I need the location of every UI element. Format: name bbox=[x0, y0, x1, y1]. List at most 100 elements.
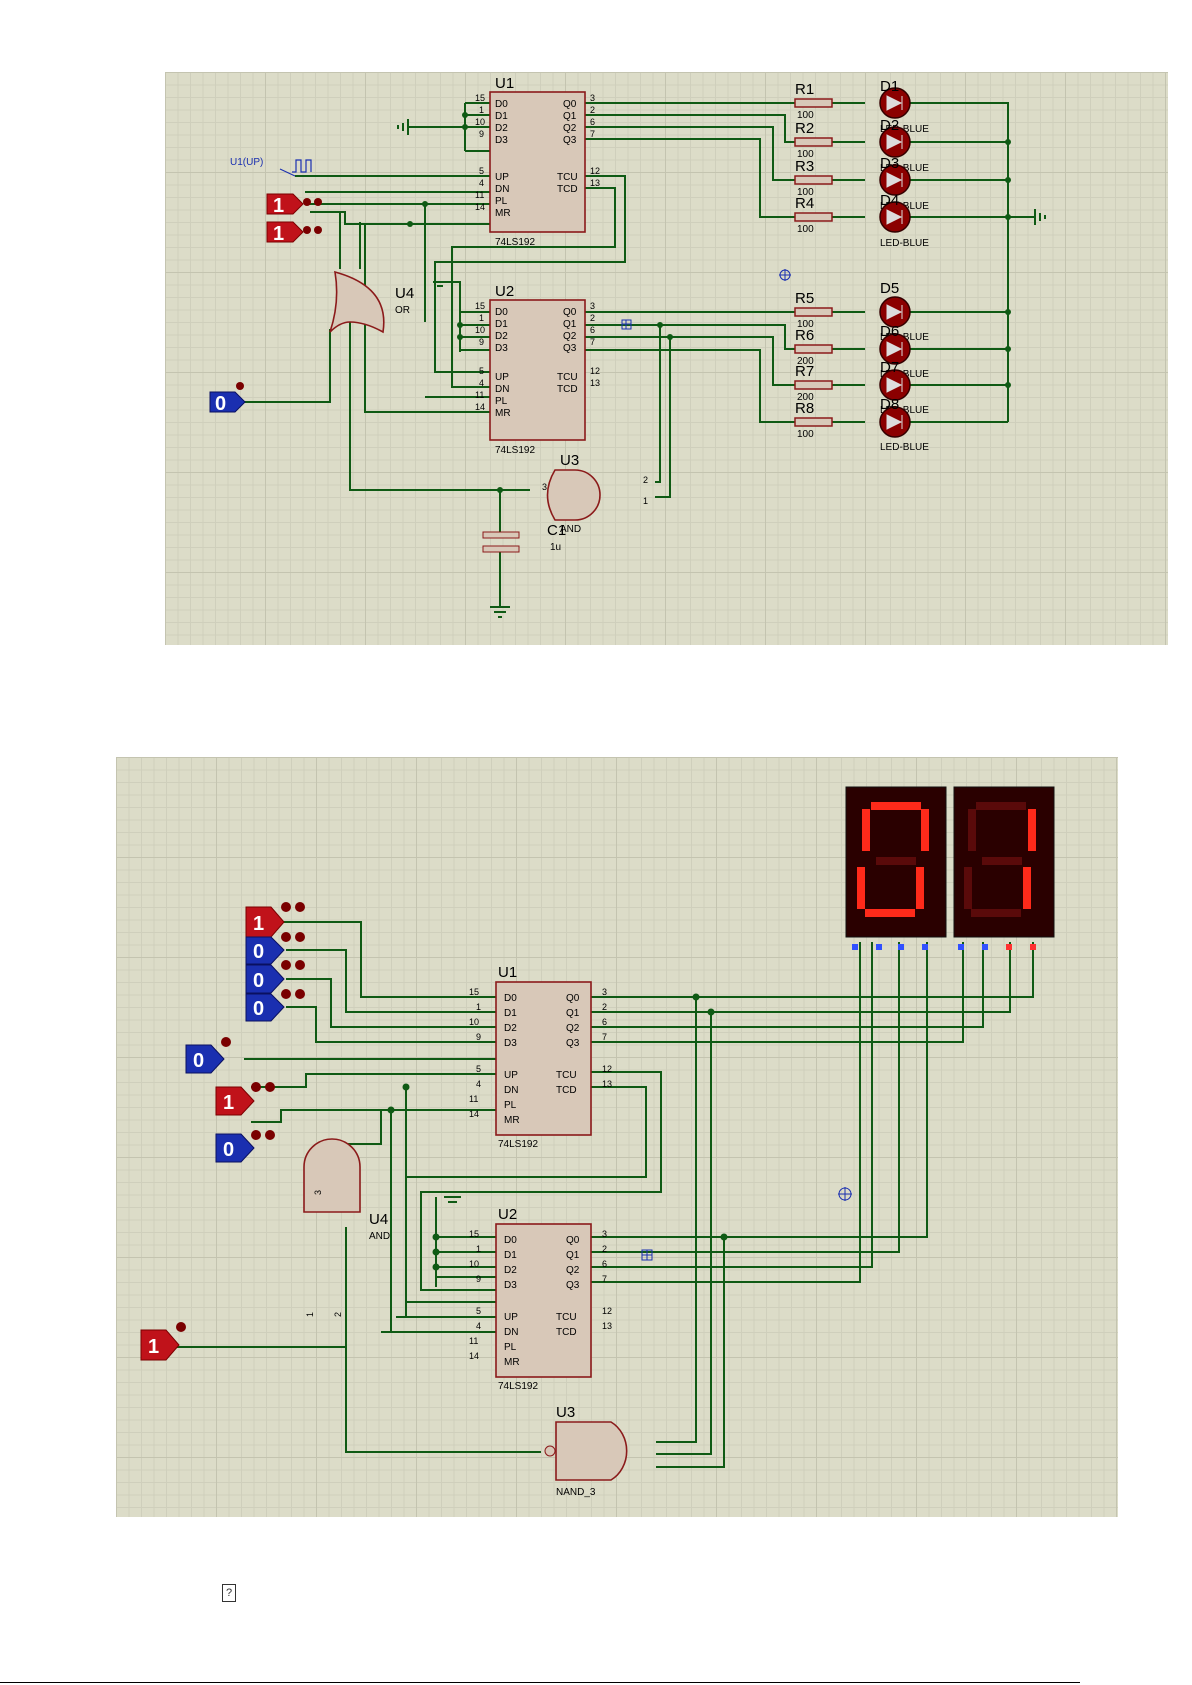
u2-ref: U2 bbox=[498, 1206, 517, 1223]
svg-text:D3: D3 bbox=[504, 1038, 517, 1049]
svg-text:D3: D3 bbox=[495, 343, 508, 354]
logic-probe-5[interactable]: 0 bbox=[185, 1037, 231, 1074]
wires bbox=[176, 921, 1034, 1468]
svg-text:D2: D2 bbox=[495, 331, 508, 342]
svg-text:D2: D2 bbox=[495, 123, 508, 134]
svg-text:TCU: TCU bbox=[557, 172, 578, 183]
u1-part: 74LS192 bbox=[498, 1139, 538, 1150]
logic-probe-2[interactable]: 1 bbox=[266, 221, 322, 245]
svg-text:D2: D2 bbox=[880, 117, 899, 134]
svg-text:D0: D0 bbox=[504, 993, 517, 1004]
svg-text:D0: D0 bbox=[495, 99, 508, 110]
svg-text:Q0: Q0 bbox=[563, 307, 577, 318]
logic-probe-1[interactable]: 1 bbox=[266, 193, 322, 217]
svg-text:Q2: Q2 bbox=[566, 1023, 580, 1034]
capacitor-c1[interactable]: C1 1u bbox=[482, 522, 566, 553]
svg-text:DN: DN bbox=[504, 1327, 518, 1338]
svg-text:Q2: Q2 bbox=[566, 1265, 580, 1276]
svg-text:5: 5 bbox=[479, 366, 484, 376]
svg-text:13: 13 bbox=[602, 1321, 612, 1331]
logic-probe-6[interactable]: 1 bbox=[215, 1082, 275, 1116]
svg-text:12: 12 bbox=[590, 366, 600, 376]
svg-text:14: 14 bbox=[469, 1109, 479, 1119]
svg-text:6: 6 bbox=[602, 1259, 607, 1269]
svg-text:TCD: TCD bbox=[557, 184, 578, 195]
svg-text:MR: MR bbox=[495, 408, 511, 419]
clock-generator[interactable]: U1(UP) bbox=[230, 157, 312, 177]
nand-gate-u3[interactable]: U3 NAND_3 bbox=[544, 1404, 628, 1498]
svg-text:TCU: TCU bbox=[556, 1070, 577, 1081]
svg-text:Q0: Q0 bbox=[563, 99, 577, 110]
svg-text:1: 1 bbox=[305, 1312, 315, 1317]
svg-text:TCU: TCU bbox=[556, 1312, 577, 1323]
svg-text:DN: DN bbox=[495, 384, 509, 395]
svg-text:D7: D7 bbox=[880, 359, 899, 376]
svg-text:D1: D1 bbox=[504, 1008, 517, 1019]
ground-symbol bbox=[444, 1196, 461, 1203]
svg-text:R8: R8 bbox=[795, 400, 814, 417]
svg-text:11: 11 bbox=[469, 1094, 478, 1104]
svg-text:PL: PL bbox=[504, 1100, 517, 1111]
svg-text:1: 1 bbox=[273, 195, 284, 217]
or-gate-u4[interactable]: U4 OR bbox=[329, 270, 414, 334]
svg-text:200: 200 bbox=[797, 356, 814, 367]
logic-probe-7[interactable]: 0 bbox=[215, 1130, 275, 1163]
svg-text:Q0: Q0 bbox=[566, 1235, 580, 1246]
svg-text:5: 5 bbox=[476, 1064, 481, 1074]
svg-text:2: 2 bbox=[602, 1002, 607, 1012]
logic-probe-3[interactable]: 0 bbox=[209, 382, 246, 415]
svg-text:4: 4 bbox=[479, 378, 484, 388]
svg-text:PL: PL bbox=[495, 396, 508, 407]
svg-text:3: 3 bbox=[590, 93, 595, 103]
svg-text:D3: D3 bbox=[880, 155, 899, 172]
and-gate-u3[interactable]: U3 AND 3 2 1 bbox=[542, 452, 648, 535]
svg-text:7: 7 bbox=[590, 337, 595, 347]
svg-text:D1: D1 bbox=[504, 1250, 517, 1261]
placeholder-glyph-icon: ? bbox=[222, 1584, 236, 1602]
svg-text:2: 2 bbox=[333, 1312, 343, 1317]
svg-text:UP: UP bbox=[495, 172, 509, 183]
svg-text:15: 15 bbox=[469, 987, 479, 997]
logic-probe-3[interactable]: 0 bbox=[245, 960, 305, 994]
svg-text:7: 7 bbox=[602, 1274, 607, 1284]
svg-text:1: 1 bbox=[479, 105, 484, 115]
logic-probe-2[interactable]: 0 bbox=[245, 932, 305, 965]
svg-text:10: 10 bbox=[475, 117, 485, 127]
and-gate-u4[interactable]: U4 AND 3 1 2 bbox=[303, 1138, 390, 1317]
logic-probe-4[interactable]: 0 bbox=[245, 989, 305, 1022]
svg-text:1: 1 bbox=[148, 1336, 159, 1358]
svg-text:100: 100 bbox=[797, 110, 814, 121]
svg-text:D6: D6 bbox=[880, 323, 899, 340]
svg-text:100: 100 bbox=[797, 149, 814, 160]
svg-text:9: 9 bbox=[476, 1274, 481, 1284]
u3-part: AND bbox=[560, 524, 581, 535]
u4-part: AND bbox=[369, 1231, 390, 1242]
svg-text:D3: D3 bbox=[495, 135, 508, 146]
led-bank[interactable]: D1LED-BLUE D2LED-BLUE D3LED-BLUE D4LED-B… bbox=[879, 78, 929, 453]
logic-probe-8[interactable]: 1 bbox=[140, 1322, 186, 1361]
svg-text:7: 7 bbox=[602, 1032, 607, 1042]
svg-text:3: 3 bbox=[602, 1229, 607, 1239]
logic-probe-1[interactable]: 1 bbox=[245, 902, 305, 938]
svg-text:D1: D1 bbox=[495, 111, 508, 122]
svg-text:MR: MR bbox=[504, 1115, 520, 1126]
svg-text:D5: D5 bbox=[880, 280, 899, 297]
svg-text:PL: PL bbox=[495, 196, 508, 207]
svg-text:Q2: Q2 bbox=[563, 123, 577, 134]
svg-text:TCU: TCU bbox=[557, 372, 578, 383]
svg-text:12: 12 bbox=[602, 1306, 612, 1316]
svg-text:0: 0 bbox=[223, 1139, 234, 1161]
